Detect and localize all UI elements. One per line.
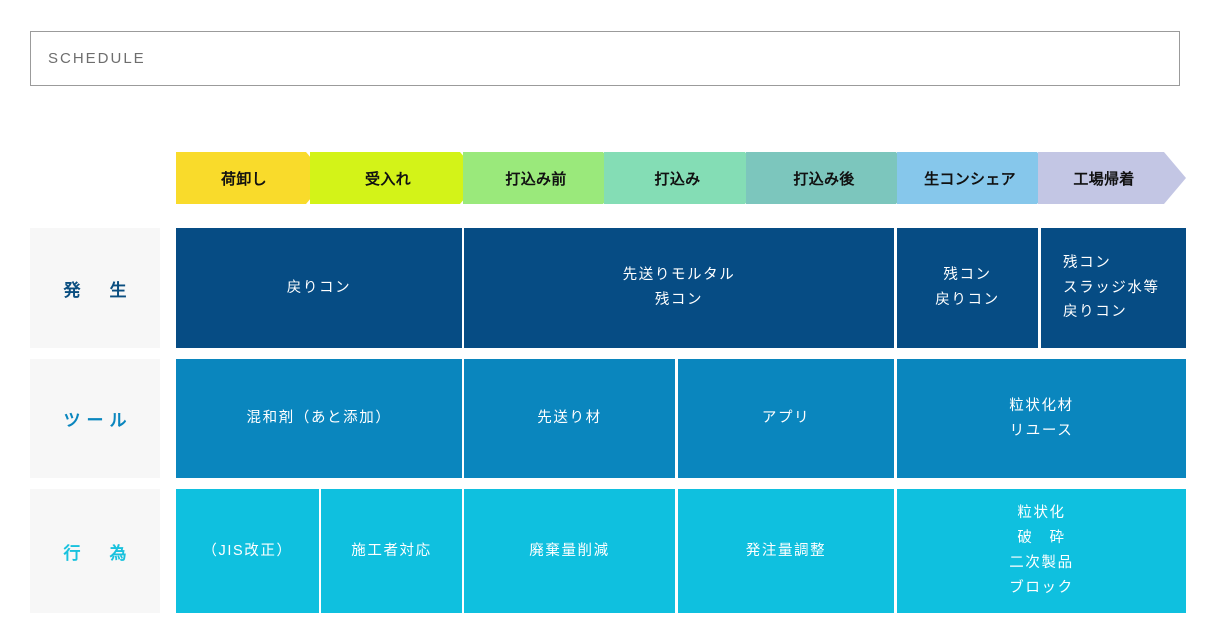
- matrix-row-label-1: 発 生: [30, 228, 160, 348]
- process-arrow-label: 工場帰着: [1073, 170, 1135, 188]
- matrix-cell-text: アプリ: [761, 410, 811, 427]
- header-box: SCHEDULE: [30, 31, 1180, 86]
- matrix-cell-r2-c4[interactable]: 粒状化材 リユース: [897, 359, 1186, 478]
- process-arrow-band: 荷卸し 受入れ 打込み前 打込み 打込み後 生コンシェア 工場帰着: [176, 152, 1186, 204]
- process-arrow-label: 打込み後: [793, 170, 855, 188]
- process-arrow-label: 受入れ: [365, 170, 411, 188]
- matrix-cell-r1-c1[interactable]: 戻りコン: [176, 228, 462, 348]
- process-arrow-label: 打込み前: [505, 170, 567, 188]
- matrix-row-label-2: ツール: [30, 359, 160, 478]
- matrix-cell-r3-c3[interactable]: 廃棄量削減: [464, 489, 675, 613]
- matrix-cell-r2-c3[interactable]: アプリ: [678, 359, 894, 478]
- process-arrow-1[interactable]: 荷卸し: [176, 152, 328, 204]
- matrix-cell-text: 発注量調整: [745, 542, 827, 559]
- matrix-cell-r1-c3[interactable]: 残コン 戻りコン: [897, 228, 1038, 348]
- matrix-cell-r1-c2[interactable]: 先送りモルタル 残コン: [464, 228, 894, 348]
- matrix-row-label-text: ツール: [63, 411, 133, 430]
- process-arrow-3[interactable]: 打込み前: [463, 152, 625, 204]
- matrix-cell-r2-c1[interactable]: 混和剤（あと添加）: [176, 359, 462, 478]
- process-arrow-label: 打込み: [654, 170, 701, 188]
- matrix-cell-r1-c4[interactable]: 残コン スラッジ水等 戻りコン: [1041, 228, 1186, 348]
- matrix-cell-text: 先送りモルタル 残コン: [622, 267, 736, 308]
- process-arrow-label: 荷卸し: [221, 170, 267, 188]
- matrix-cell-text: （JIS改正）: [202, 542, 293, 559]
- matrix-cell-text: 戻りコン: [286, 279, 352, 296]
- matrix-row-label-text: 行 為: [63, 543, 133, 563]
- matrix-cell-text: 廃棄量削減: [529, 542, 610, 559]
- matrix-cell-text: 粒状化材 リユース: [1009, 397, 1074, 439]
- process-arrow-6[interactable]: 生コンシェア: [897, 152, 1059, 204]
- matrix-cell-r2-c2[interactable]: 先送り材: [464, 359, 675, 478]
- matrix-cell-r3-c4[interactable]: 発注量調整: [678, 489, 894, 613]
- matrix-row-label-text: 発 生: [63, 280, 133, 300]
- matrix-row-label-3: 行 為: [30, 489, 160, 613]
- matrix-cell-text: 残コン 戻りコン: [935, 267, 1000, 308]
- page-title: SCHEDULE: [48, 50, 146, 67]
- matrix-cell-text: 混和剤（あと添加）: [246, 410, 392, 427]
- matrix-cell-text: 粒状化 破 砕 二次製品 ブロック: [1009, 505, 1074, 596]
- process-arrow-4[interactable]: 打込み: [604, 152, 767, 204]
- matrix-cell-text: 残コン スラッジ水等 戻りコン: [1063, 254, 1160, 321]
- process-arrow-5[interactable]: 打込み後: [746, 152, 918, 204]
- matrix-cell-r3-c2[interactable]: 施工者対応: [321, 489, 462, 613]
- matrix-cell-text: 先送り材: [537, 410, 602, 427]
- matrix-cell-r3-c5[interactable]: 粒状化 破 砕 二次製品 ブロック: [897, 489, 1186, 613]
- process-arrow-2[interactable]: 受入れ: [310, 152, 482, 204]
- matrix-cell-text: 施工者対応: [351, 542, 432, 559]
- process-arrow-label: 生コンシェア: [924, 170, 1016, 188]
- matrix-cell-r3-c1[interactable]: （JIS改正）: [176, 489, 319, 613]
- process-arrow-7[interactable]: 工場帰着: [1038, 152, 1186, 204]
